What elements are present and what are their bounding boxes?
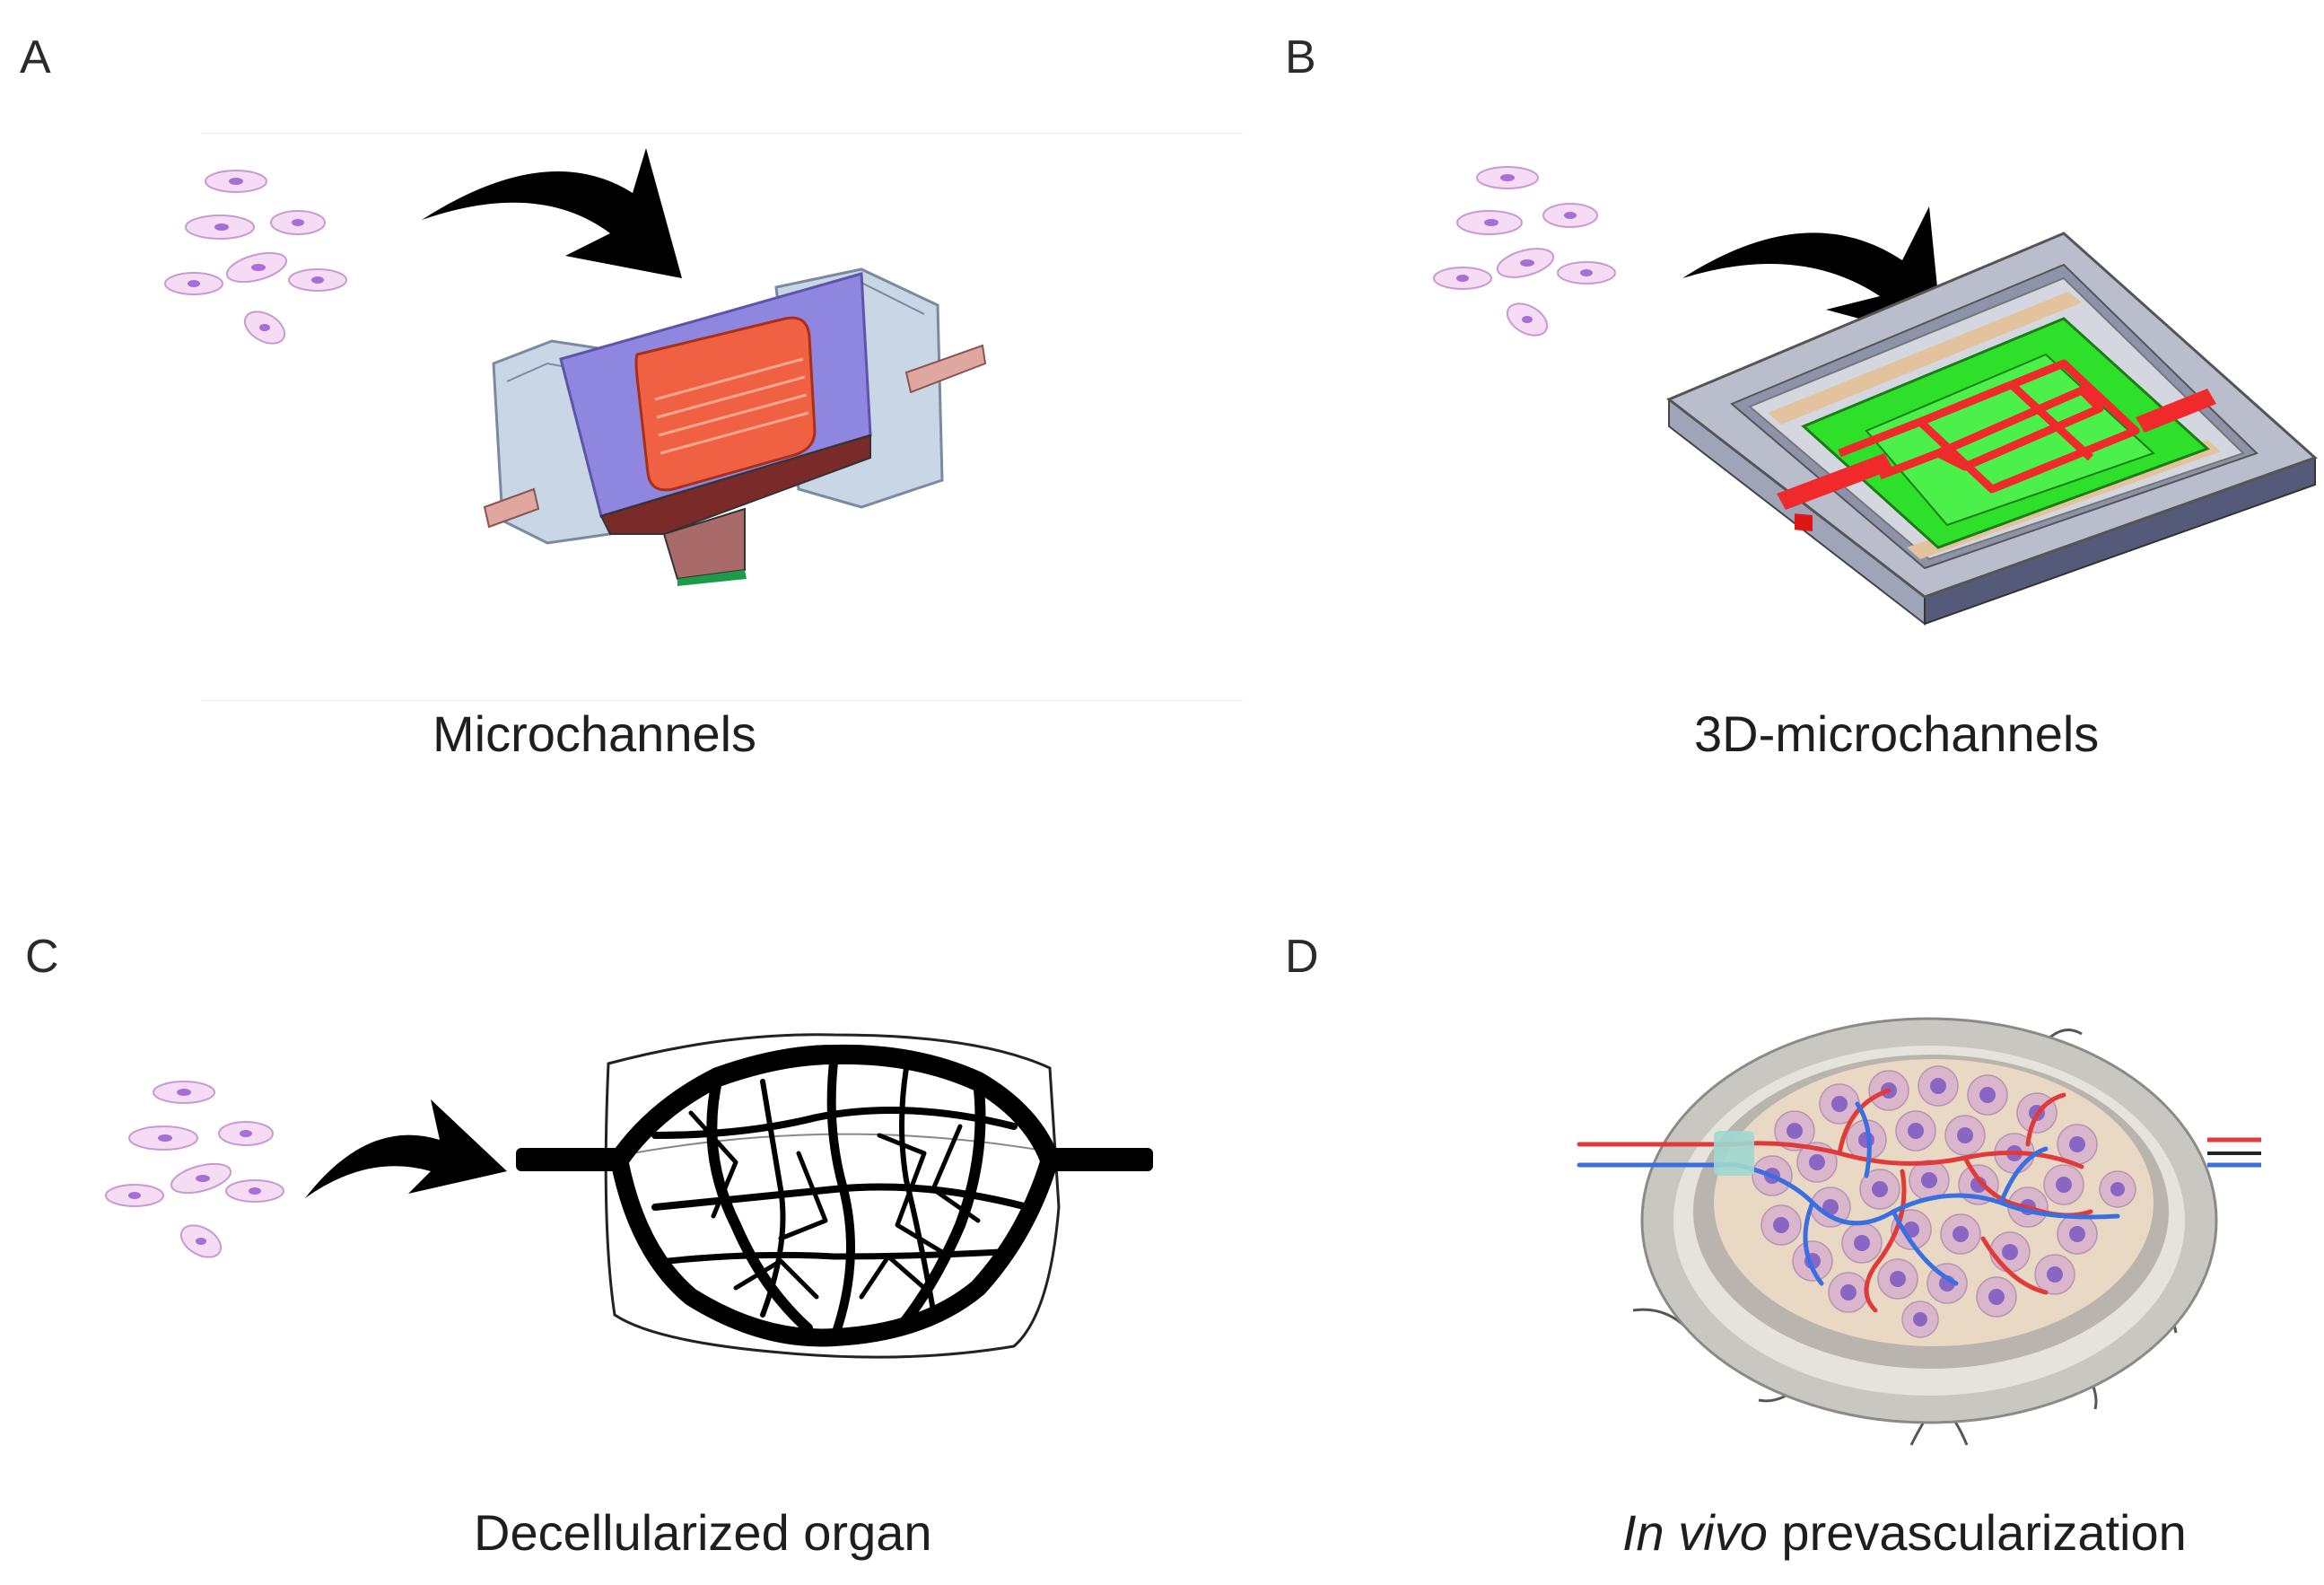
decellularized-organ-scaffold	[516, 1033, 1153, 1359]
panel-c-arrow	[305, 1099, 507, 1198]
panel-b-caption: 3D-microchannels	[1694, 705, 2100, 762]
microfluidic-chip	[483, 267, 987, 586]
chip-outlet-tube	[904, 344, 987, 394]
vascular-network	[609, 1044, 1060, 1347]
inlet-vessel	[516, 1148, 624, 1171]
curved-arrow-icon	[422, 148, 682, 278]
venous-vessels	[1577, 1101, 2120, 1286]
cell-cluster	[164, 170, 347, 345]
vessel-port	[1714, 1131, 1754, 1176]
panel-d-caption: In vivo prevascularization	[1622, 1508, 2187, 1558]
panel-a-top-rule	[202, 133, 1243, 134]
chip-inlet-tube	[483, 487, 540, 529]
red-channels	[1838, 359, 2140, 494]
panel-b-arrow	[1682, 206, 1943, 341]
curved-arrow-icon	[1682, 206, 1943, 341]
panel-b-letter: B	[1285, 31, 1316, 83]
panel-a-cells	[164, 170, 347, 345]
organ-outline	[604, 1033, 1061, 1359]
panel-a-caption: Microchannels	[432, 705, 757, 762]
panel-a-letter: A	[20, 31, 51, 83]
channel-outlet-bar	[2136, 389, 2216, 433]
panel-a-bottom-rule	[202, 700, 1243, 701]
panel-c-letter: C	[25, 931, 59, 983]
panel-d-caption-rest: prevascularization	[1767, 1504, 2187, 1561]
3d-microchannel-device	[1666, 232, 2318, 626]
channel-inlet-bar	[1777, 453, 1893, 510]
panel-b-cells	[1433, 166, 1616, 337]
panel-a-arrow	[422, 148, 682, 278]
in-vivo-chamber	[1577, 1017, 2261, 1446]
panel-c-caption: Decellularized organ	[474, 1504, 932, 1561]
device-port	[1795, 513, 1813, 531]
curved-arrow-icon	[305, 1099, 507, 1198]
panel-d-letter: D	[1285, 931, 1319, 983]
outlet-vessel	[1041, 1148, 1153, 1171]
panel-d-caption-italic: In vivo	[1622, 1504, 1768, 1561]
panel-c-cells	[105, 1081, 284, 1258]
